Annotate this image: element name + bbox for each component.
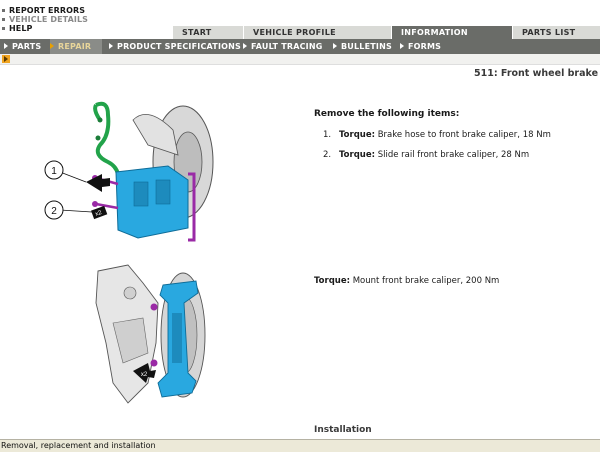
arrow-right-icon [333,43,337,49]
toolbar-strip [0,54,600,65]
subnav-parts[interactable]: PARTS [4,39,41,54]
help-link[interactable]: HELP [2,24,33,33]
list-item: 2.Torque: Slide rail front brake caliper… [323,150,530,160]
installation-heading: Installation [314,425,372,435]
tab-parts-list[interactable]: PARTS LIST [513,26,600,39]
callout-1: 1 [51,166,57,177]
tab-vehicle-profile[interactable]: VEHICLE PROFILE [244,26,391,39]
bullet-icon [2,27,5,30]
subnav-product-specifications[interactable]: PRODUCT SPECIFICATIONS [109,39,241,54]
report-errors-link[interactable]: REPORT ERRORS [2,6,85,15]
arrow-right-icon [4,43,8,49]
remove-heading: Remove the following items: [314,109,460,119]
arrow-right-icon [109,43,113,49]
step-list: 1.Torque: Brake hose to front brake cali… [323,130,551,170]
subnav-bulletins[interactable]: BULLETINS [333,39,392,54]
status-text: Removal, replacement and installation [1,441,156,450]
caliper-removal-illustration: 1 2 x2 [44,101,214,242]
bullet-icon [2,9,5,12]
subnav-fault-tracing[interactable]: FAULT TRACING [243,39,323,54]
tab-information[interactable]: INFORMATION [392,26,512,39]
arrow-right-icon [400,43,404,49]
callout-2: 2 [51,206,57,217]
torque-mount-caliper: Torque: Mount front brake caliper, 200 N… [314,276,500,286]
vehicle-details-link[interactable]: VEHICLE DETAILS [2,15,88,24]
bullet-icon [2,18,5,21]
multiplier-label: x2 [141,372,148,378]
expand-panel-icon[interactable] [2,55,10,63]
tab-start[interactable]: START [173,26,243,39]
caliper-mount-illustration: x2 [95,264,206,404]
sub-nav: PARTS REPAIR PRODUCT SPECIFICATIONS FAUL… [0,39,600,54]
status-bar: Removal, replacement and installation [0,439,600,452]
multiplier-label: x2 [95,210,104,218]
arrow-right-icon [50,43,54,49]
main-tabs: START VEHICLE PROFILE INFORMATION PARTS … [0,26,600,39]
list-item: 1.Torque: Brake hose to front brake cali… [323,130,551,140]
subnav-repair[interactable]: REPAIR [50,39,102,54]
arrow-right-icon [243,43,247,49]
subnav-forms[interactable]: FORMS [400,39,441,54]
page-title: 511: Front wheel brake [474,68,599,79]
